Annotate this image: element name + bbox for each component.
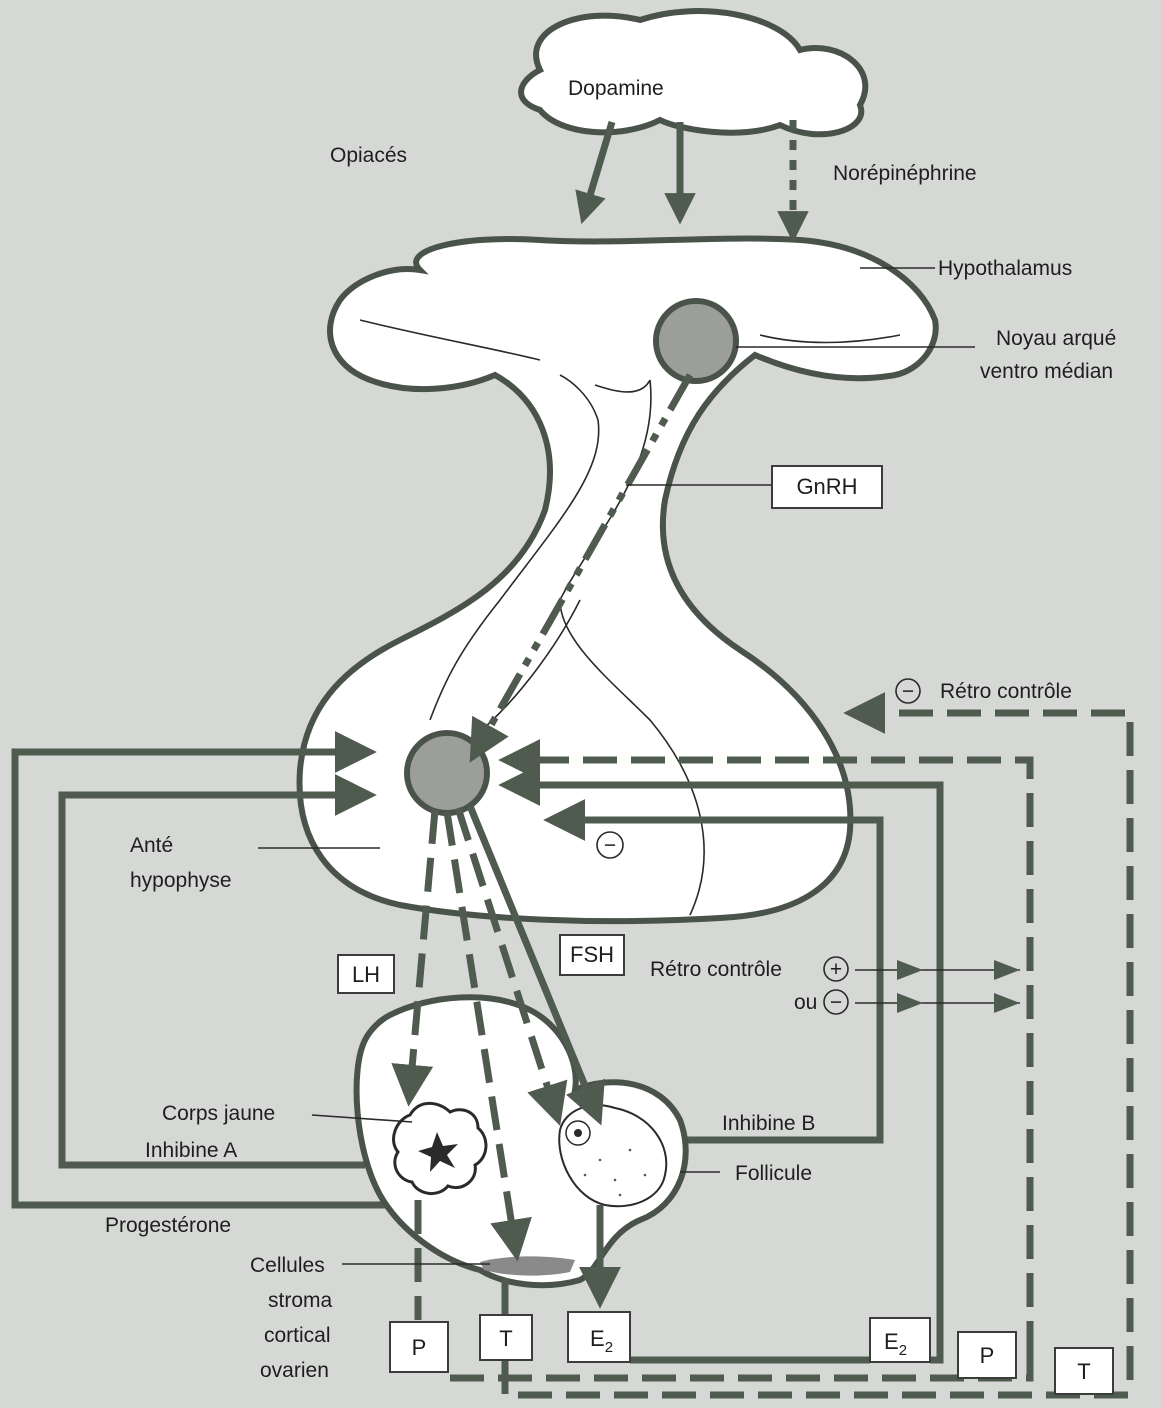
retro-arrowheads	[897, 960, 1020, 1013]
inhibine-b-label: Inhibine B	[722, 1112, 815, 1135]
cellules-label-line2: stroma	[268, 1289, 333, 1312]
ante-label-line2: hypophyse	[130, 869, 232, 892]
brain-shape	[521, 11, 865, 134]
dopamine-arrow-left	[585, 122, 612, 212]
noyau-label-line1: Noyau arqué	[996, 327, 1116, 350]
progesterone-label: Progestérone	[105, 1214, 231, 1237]
follicle-grain-3	[629, 1149, 632, 1152]
inhibine-a-label: Inhibine A	[145, 1139, 237, 1162]
follicle-grain-4	[584, 1174, 587, 1177]
minus-symbol-ou: −	[830, 991, 842, 1014]
corps-jaune-label: Corps jaune	[162, 1102, 275, 1125]
hypothalamus-label: Hypothalamus	[938, 257, 1072, 280]
retro-controle-top-line	[860, 713, 1130, 1380]
p-right-label: P	[980, 1343, 995, 1368]
lh-label: LH	[352, 962, 380, 987]
plus-symbol: +	[830, 958, 842, 981]
t-left-label: T	[499, 1326, 512, 1351]
cellules-label-line4: ovarien	[260, 1359, 329, 1382]
norepinephrine-label: Norépinéphrine	[833, 162, 977, 185]
follicle-grain-2	[614, 1179, 617, 1182]
noyau-label-line2: ventro médian	[980, 360, 1113, 383]
follicle-oocyte-nucleus	[574, 1129, 582, 1137]
t-right-label: T	[1077, 1359, 1090, 1384]
p-left-label: P	[412, 1335, 427, 1360]
retro-controle-top-label: Rétro contrôle	[940, 680, 1072, 703]
arcuate-nucleus	[656, 301, 736, 381]
gnrh-label: GnRH	[796, 474, 857, 499]
follicle-grain-6	[619, 1194, 622, 1197]
minus-symbol-top: −	[902, 680, 914, 703]
dopamine-label: Dopamine	[568, 77, 664, 100]
cellules-label-line1: Cellules	[250, 1254, 325, 1277]
follicule-label: Follicule	[735, 1162, 812, 1185]
pituitary-nucleus	[407, 733, 487, 813]
fsh-label: FSH	[570, 942, 614, 967]
ou-label: ou	[794, 991, 817, 1014]
opiaces-label: Opiacés	[330, 144, 407, 167]
cellules-label-line3: cortical	[264, 1324, 331, 1347]
ante-label-line1: Anté	[130, 834, 173, 857]
minus-symbol-mid: −	[604, 834, 616, 857]
retro-controle-mid-label: Rétro contrôle	[650, 958, 782, 981]
follicle-grain-5	[644, 1174, 647, 1177]
follicle-grain-1	[599, 1159, 602, 1162]
